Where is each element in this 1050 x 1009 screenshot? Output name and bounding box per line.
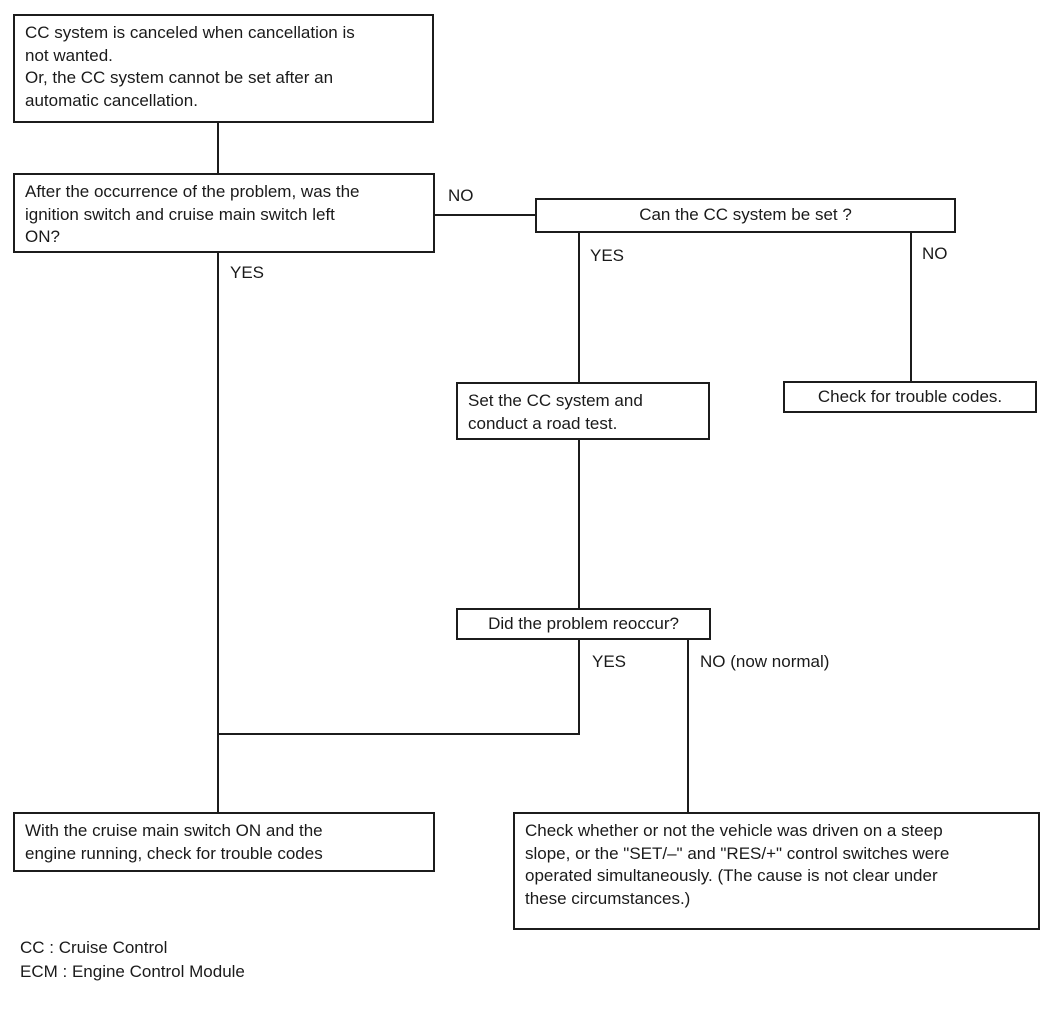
- connector-switch-yes-trunk: [217, 253, 219, 812]
- connector-reoccur-no: [687, 640, 689, 812]
- flow-node-problem-statement: CC system is canceled when cancellation …: [13, 14, 434, 123]
- branch-label-reoccur-no: NO (now normal): [700, 652, 830, 671]
- flow-node-question-reoccur: Did the problem reoccur?: [456, 608, 711, 640]
- flow-node-check-codes-engine-running: With the cruise main switch ON and the e…: [13, 812, 435, 872]
- branch-label-switch-yes: YES: [230, 263, 265, 282]
- branch-label-switch-no: NO: [448, 186, 474, 205]
- connector-reoccur-yes-vertical: [578, 640, 580, 735]
- abbreviation-legend: CC : Cruise Control ECM : Engine Control…: [20, 938, 245, 981]
- flow-node-check-steep-slope: Check whether or not the vehicle was dri…: [513, 812, 1040, 930]
- flow-node-check-trouble-codes: Check for trouble codes.: [783, 381, 1037, 413]
- flow-node-question-can-set: Can the CC system be set ?: [535, 198, 956, 233]
- branch-label-can-set-no: NO: [922, 244, 948, 263]
- connector-can-set-no: [910, 233, 912, 383]
- flow-node-question-switch-left-on: After the occurrence of the problem, was…: [13, 173, 435, 253]
- flow-node-set-road-test: Set the CC system and conduct a road tes…: [456, 382, 710, 440]
- connector-reoccur-yes-elbow: [217, 733, 580, 735]
- connector-can-set-yes: [578, 233, 580, 382]
- connector-switch-no-to-can-set: [434, 214, 536, 216]
- connector-road-test-to-reoccur: [578, 440, 580, 608]
- branch-label-reoccur-yes: YES: [592, 652, 627, 671]
- connector-problem-to-switch-question: [217, 123, 219, 173]
- branch-label-can-set-yes: YES: [590, 246, 625, 265]
